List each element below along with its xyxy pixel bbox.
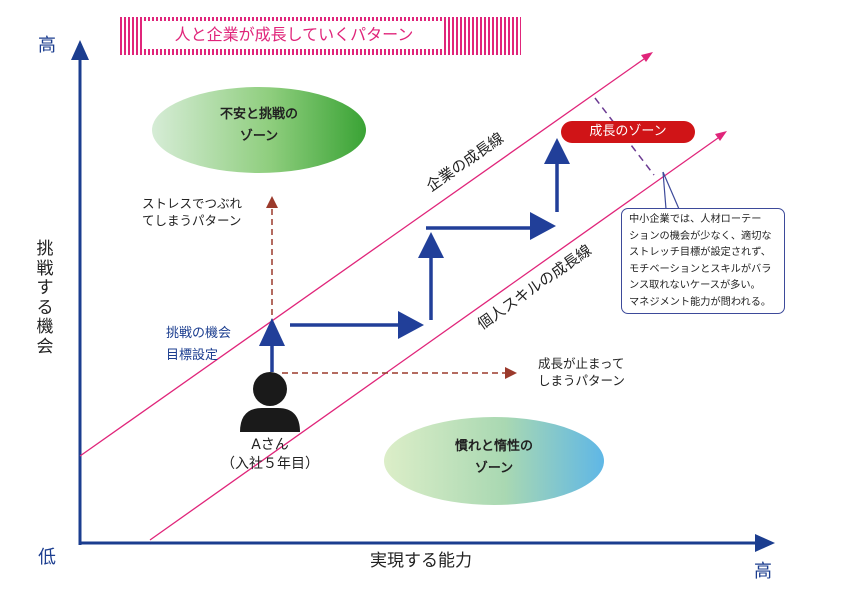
staircase-arrow-5 [544,138,570,164]
challenge-label: 挑戦の機会 目標設定 [166,323,231,367]
challenge-label-line-1: 挑戦の機会 [166,326,232,341]
stress-pattern-line-1: ストレスでつぶれ [142,196,243,211]
habit-zone-label: 慣れと惰性の ゾーン [434,436,554,480]
x-axis-high-label: 高 [754,561,772,582]
growth-zone-badge: 成長のゾーン [561,121,695,143]
stop-dashed-arrowhead [505,367,517,379]
y-axis-high-label: 高 [38,35,56,56]
habit-zone-line-1: 慣れと惰性の [454,439,533,454]
person-body-icon [240,408,300,432]
habit-zone-ellipse [384,417,604,505]
stress-pattern-line-2: てしまうパターン [142,212,242,228]
anxiety-zone-line-1: 不安と挑戦の [219,107,298,122]
stress-dashed-arrowhead [266,196,278,208]
callout-pointer-left [662,171,667,210]
stop-pattern-line-2: しまうパターン [538,372,625,388]
individual-growth-label: 個人スキルの成長線 [474,241,595,333]
anxiety-zone-label: 不安と挑戦の ゾーン [199,104,319,148]
person-head-icon [253,372,287,406]
company-growth-line [79,58,645,457]
y-axis-arrowhead [71,40,89,60]
title-banner: 人と企業が成長していくパターン [118,17,521,55]
challenge-label-line-2: 目標設定 [166,348,219,364]
page-title: 人と企業が成長していくパターン [144,21,444,49]
callout-line-1: 中小企業では、人材ローテー [629,214,762,225]
callout-line-6: マネジメント能力が問われる。 [629,296,772,308]
x-axis-arrowhead [755,534,775,552]
staircase-arrow-2 [398,311,424,339]
staircase-arrow-1 [259,318,285,346]
y-axis-low-label: 低 [38,547,56,568]
person-label: Aさん （入社５年目） [220,436,320,474]
callout-line-5: ンス取れないケースが多い。 [629,280,761,292]
callout-line-3: ストレッチ目標が設定されず、 [629,247,771,259]
growth-staircase-path [270,162,559,372]
individual-growth-line [149,137,719,541]
person-tenure: （入社５年目） [221,455,319,472]
x-axis-title: 実現する能力 [370,551,472,571]
anxiety-zone-ellipse [152,87,366,173]
management-callout-box: 中小企業では、人材ローテー ションの機会が少なく、適切な ストレッチ目標が設定さ… [621,208,785,314]
callout-line-2: ションの機会が少なく、適切な [629,230,772,242]
company-growth-arrowhead [641,52,653,62]
individual-growth-arrowhead [715,131,727,141]
habit-zone-line-2: ゾーン [474,461,514,477]
staircase-arrow-4 [530,212,556,240]
callout-line-4: モチベーションとスキルがバラ [629,263,772,275]
stop-pattern-note: 成長が止まって しまうパターン [538,356,625,390]
y-axis-title: 挑戦する機会 [36,239,54,357]
stop-pattern-line-1: 成長が止まって [538,356,625,371]
stress-pattern-note: ストレスでつぶれ てしまうパターン [142,196,242,230]
anxiety-zone-line-2: ゾーン [239,129,279,145]
person-name: Aさん [251,437,289,453]
callout-pointer-right [662,171,680,210]
staircase-arrow-3 [418,232,444,258]
